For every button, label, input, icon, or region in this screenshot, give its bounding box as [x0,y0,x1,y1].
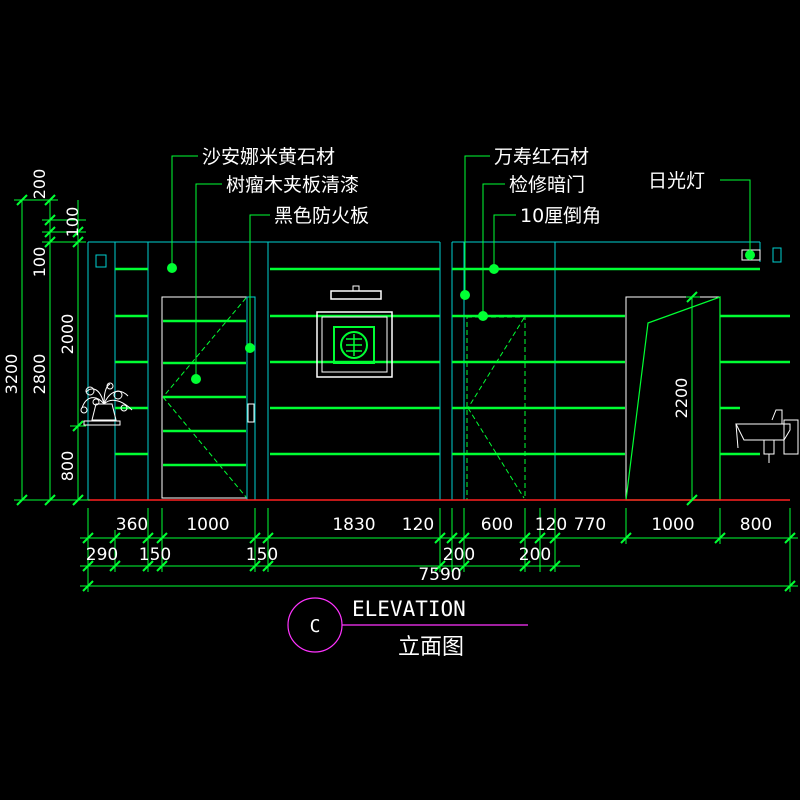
dim-120-a: 120 [402,515,434,535]
left-door [161,296,256,501]
label-red-stone: 万寿红石材 [494,146,589,168]
decorative-frame [316,285,393,378]
dim-200-a: 200 [443,545,475,565]
label-black-board: 黑色防火板 [274,205,369,227]
dim-150-b: 150 [246,545,278,565]
vdim-2200: 2200 [672,378,691,419]
dim-770: 770 [574,515,606,535]
label-fluorescent: 日光灯 [648,170,705,192]
vdim-100: 100 [30,247,49,278]
dim-800-b: 800 [740,515,772,535]
leader-l7 [720,179,751,255]
title-chinese: 立面图 [398,635,464,660]
label-burl-wood: 树瘤木夹板清漆 [226,174,359,196]
dim-200-b: 200 [519,545,551,565]
leader-l3 [249,214,270,348]
dim-1830: 1830 [332,515,375,535]
leader-dots [167,250,755,384]
leader-l2 [195,183,222,379]
dim-1000-a: 1000 [186,515,229,535]
fluorescent-lamp [741,249,761,261]
dim-360: 360 [116,515,148,535]
vdim-200: 200 [30,169,49,200]
leader-l5 [482,183,505,316]
wash-basin [735,409,799,463]
vdim-2000: 2000 [58,314,77,355]
label-access-door: 检修暗门 [509,174,585,196]
dim-290: 290 [86,545,118,565]
vdim-800: 800 [58,451,77,482]
dim-1000-b: 1000 [651,515,694,535]
dim-150-a: 150 [139,545,171,565]
access-panel [466,316,526,501]
vdim-3200: 3200 [2,354,21,395]
dim-total-7590: 7590 [418,565,461,585]
dim-600: 600 [481,515,513,535]
plant-decoration [80,382,133,426]
vdim-2800: 2800 [30,354,49,395]
title-english: ELEVATION [352,597,466,621]
wall-structure [87,241,782,500]
leader-l6 [493,214,516,269]
leader-l4 [464,155,490,295]
horizontal-dimension-lines [80,508,798,592]
label-chamfer: 10厘倒角 [520,205,601,227]
vdim-100-top: 100 [63,207,82,238]
leader-l1 [171,155,198,268]
title-block: C ELEVATION 立面图 [287,597,528,660]
elevation-mark-letter: C [310,616,321,637]
vertical-dimension-lines [14,194,700,506]
dim-120-b: 120 [535,515,567,535]
leaders [171,155,751,379]
label-shaanna-stone: 沙安娜米黄石材 [202,146,335,168]
stone-bands [115,267,790,456]
